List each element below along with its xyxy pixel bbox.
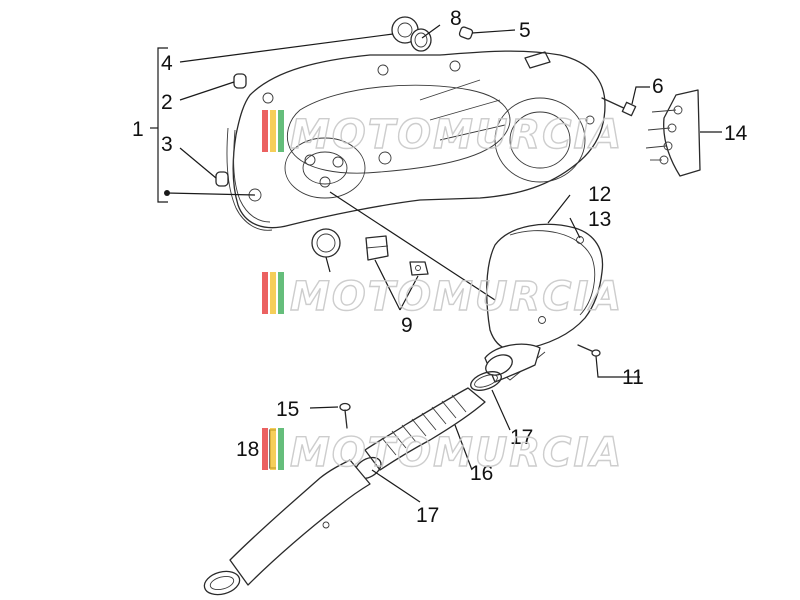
dowel-part-5 <box>458 26 474 40</box>
watermark-stripe <box>270 428 276 470</box>
watermark-stripe <box>262 110 268 152</box>
callout-13: 13 <box>588 208 611 231</box>
callout-9: 9 <box>401 314 413 337</box>
watermark-stripe <box>262 428 268 470</box>
callout-11: 11 <box>622 366 644 389</box>
watermark-text: MOTOMURCIA <box>290 274 623 320</box>
watermark-middle: MOTOMURCIA <box>262 272 623 321</box>
callout-14: 14 <box>724 122 748 145</box>
bolt-part-6 <box>601 97 637 117</box>
bellows-hose-part-16 <box>364 387 486 471</box>
callout-2: 2 <box>161 91 173 114</box>
dowel-part-3 <box>215 171 229 187</box>
leader-lines <box>150 24 722 503</box>
callout-17-lower: 17 <box>416 504 439 527</box>
callout-17-upper: 17 <box>510 426 533 449</box>
clamp-part-17-upper <box>470 371 502 391</box>
watermark-stripe <box>262 272 268 314</box>
callout-1: 1 <box>132 118 144 141</box>
watermark-text: MOTOMURCIA <box>290 430 623 476</box>
seal-ring-part-8 <box>410 28 432 52</box>
terminal-block-part-14 <box>645 89 701 177</box>
callout-18: 18 <box>236 438 259 461</box>
callout-5: 5 <box>519 19 531 42</box>
callout-8: 8 <box>450 7 462 30</box>
transmission-cover <box>226 50 606 231</box>
callout-16: 16 <box>470 462 493 485</box>
watermark-text: MOTOMURCIA <box>290 112 623 158</box>
watermark-stripe <box>270 272 276 314</box>
inspection-cap <box>311 228 341 258</box>
screw-part-11 <box>577 344 601 357</box>
watermark-stripe <box>278 272 284 314</box>
air-duct-part-18 <box>203 459 371 596</box>
callout-12: 12 <box>588 183 611 206</box>
watermark-stripe <box>278 110 284 152</box>
dowel-part-2 <box>233 73 247 89</box>
callout-4: 4 <box>161 52 173 75</box>
watermark-top: MOTOMURCIA <box>262 110 623 159</box>
callout-15: 15 <box>276 398 299 421</box>
watermark-stripe <box>270 110 276 152</box>
bracket-part-9 <box>409 261 429 276</box>
clip-part <box>365 235 389 261</box>
callout-6: 6 <box>652 75 664 98</box>
intake-tube <box>484 343 541 383</box>
watermark-stripe <box>278 428 284 470</box>
watermark-bottom: MOTOMURCIA <box>262 428 623 477</box>
callout-labels: 1 2 3 4 5 6 8 9 11 12 13 14 15 16 17 17 … <box>132 7 748 527</box>
screw-part-15 <box>339 402 351 429</box>
callout-3: 3 <box>161 133 173 156</box>
